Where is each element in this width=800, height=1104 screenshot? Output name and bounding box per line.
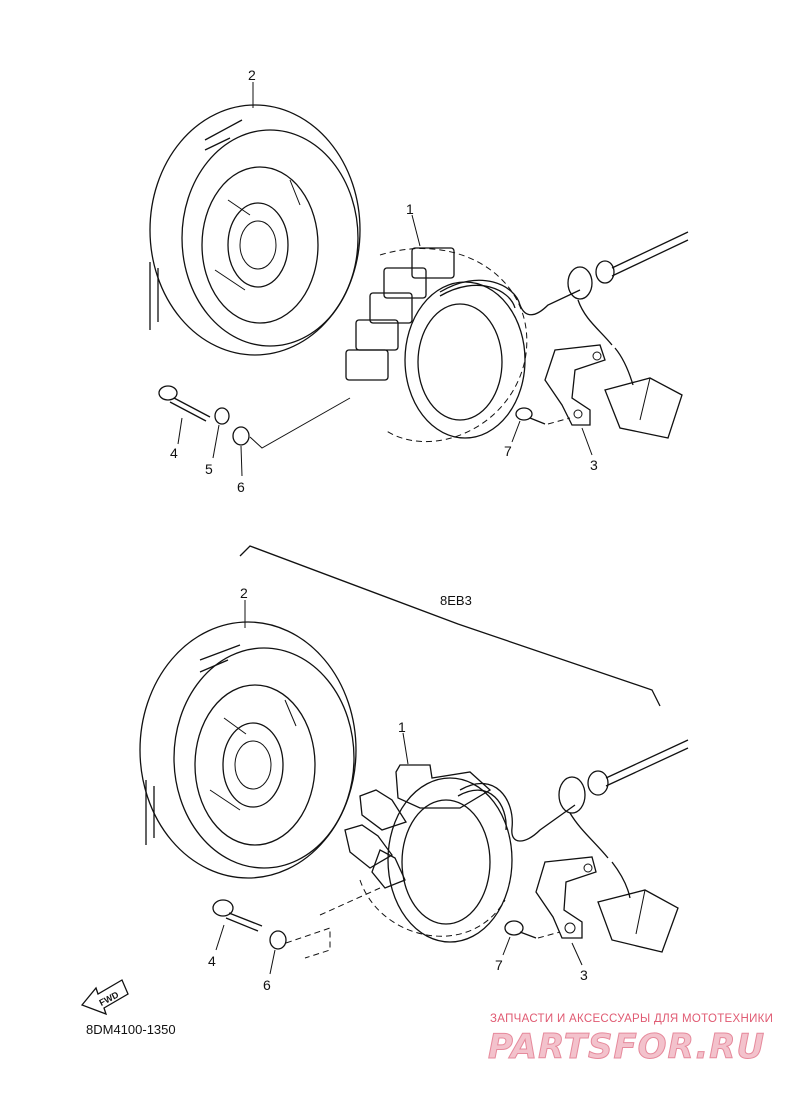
- top-label-3: 3: [590, 457, 598, 473]
- top-label-6: 6: [237, 479, 245, 495]
- top-leader-lines: [177, 82, 593, 477]
- watermark: ЗАПЧАСТИ И АКСЕССУАРЫ ДЛЯ МОТОТЕХНИКИ PA…: [488, 1013, 773, 1068]
- bottom-bolt-set: [212, 887, 381, 959]
- bottom-label-4: 4: [208, 953, 216, 969]
- variant-group-bracket: 8EB3: [239, 545, 661, 707]
- watermark-brand-logo: PARTSFOR.RU: [488, 1027, 765, 1067]
- top-stator: [345, 247, 581, 443]
- bottom-label-2: 2: [240, 585, 248, 601]
- top-label-7: 7: [504, 443, 512, 459]
- bottom-stator: [344, 764, 576, 943]
- top-lead-wire: [567, 231, 689, 439]
- variant-group-label: 8EB3: [440, 593, 472, 608]
- bottom-leader-lines: [215, 600, 583, 975]
- bottom-bracket: [535, 856, 597, 939]
- top-label-1: 1: [406, 201, 414, 217]
- watermark-tagline: ЗАПЧАСТИ И АКСЕССУАРЫ ДЛЯ МОТОТЕХНИКИ: [490, 1013, 773, 1025]
- top-screw-7: [515, 407, 571, 425]
- top-label-4: 4: [170, 445, 178, 461]
- top-label-5: 5: [205, 461, 213, 477]
- bottom-label-3: 3: [580, 967, 588, 983]
- fwd-arrow: FWD: [80, 979, 129, 1016]
- bottom-screw-7: [504, 920, 561, 939]
- bottom-rotor: [139, 621, 357, 879]
- bottom-label-7: 7: [495, 957, 503, 973]
- top-bracket: [544, 344, 606, 426]
- top-label-2: 2: [248, 67, 256, 83]
- bottom-lead-wire: [558, 739, 689, 953]
- bottom-label-1: 1: [398, 719, 406, 735]
- bottom-assembly: 2 1 4 6 7 3: [139, 585, 689, 993]
- bottom-label-6: 6: [263, 977, 271, 993]
- top-assembly: 2 1 4 5 6 7 3: [149, 67, 689, 495]
- diagram-code: 8DM4100-1350: [86, 1022, 176, 1037]
- top-bolt-set: [158, 385, 351, 449]
- top-rotor: [149, 104, 361, 356]
